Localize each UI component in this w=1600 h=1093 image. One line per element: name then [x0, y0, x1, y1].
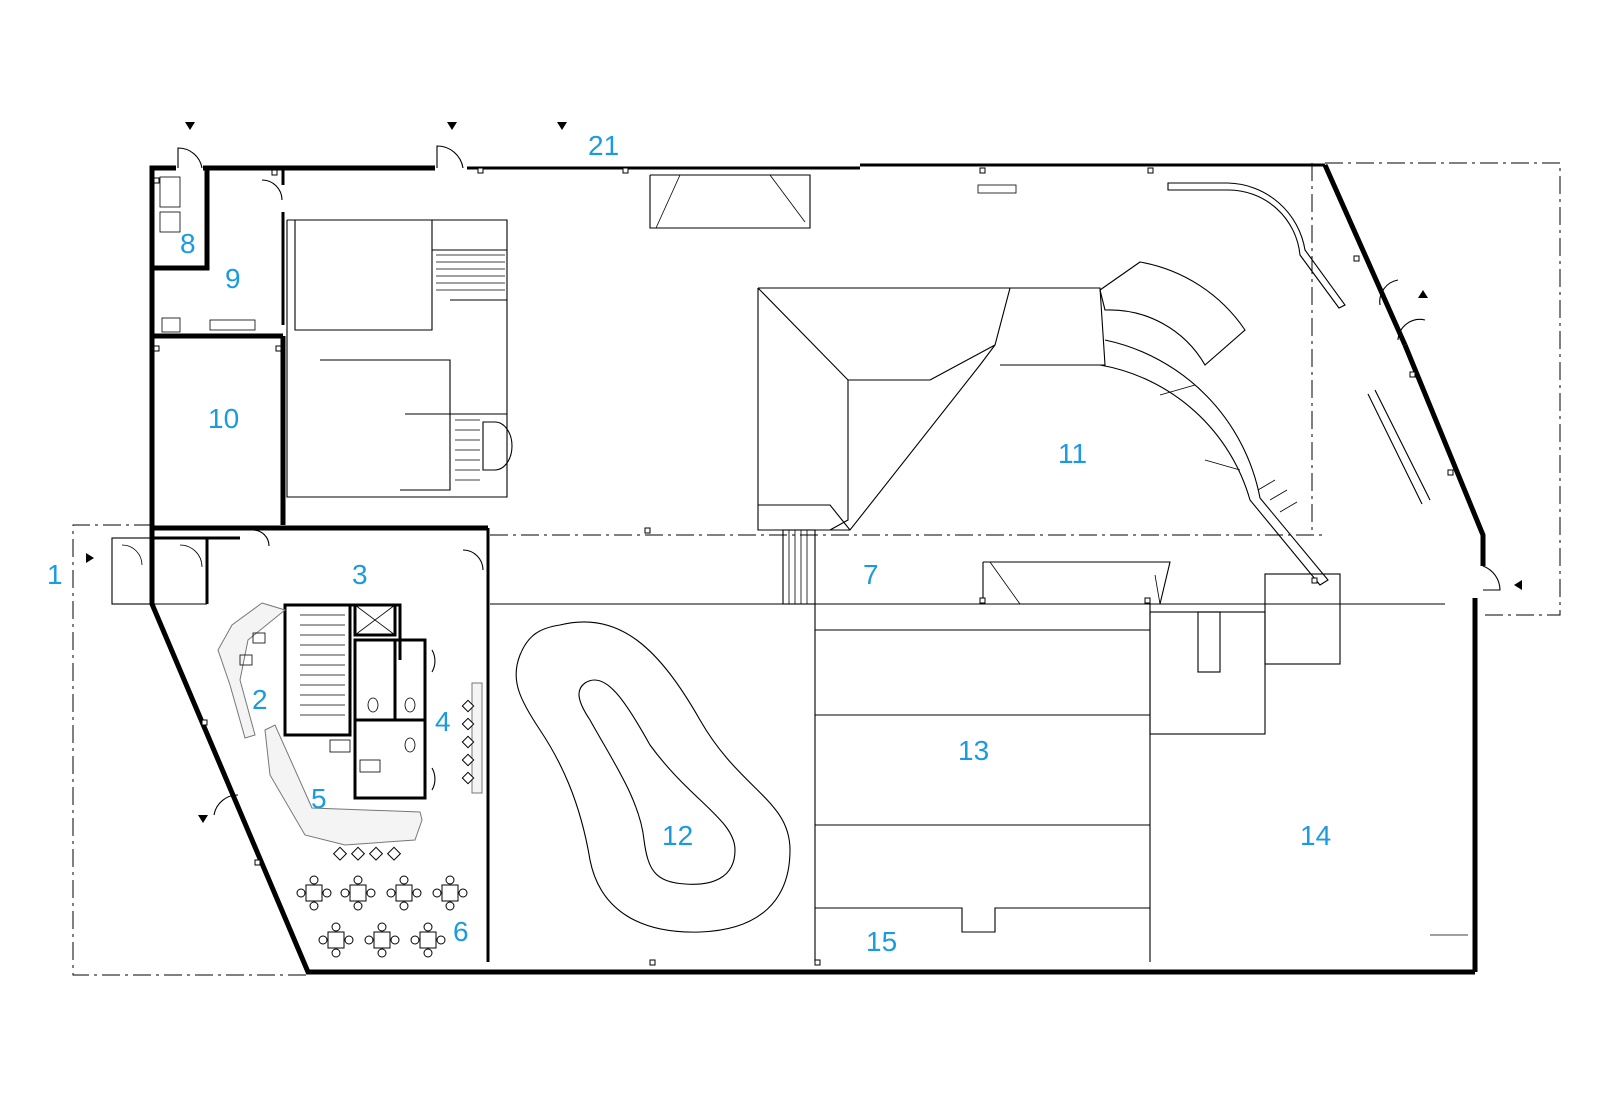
entrance-markers [86, 122, 1522, 823]
cafe-tables [296, 875, 468, 958]
stepped-seating [286, 219, 513, 498]
entrance-arrow-icon [1514, 580, 1522, 590]
stool-icon [461, 717, 475, 731]
table-with-chairs-icon [432, 875, 468, 911]
entrance-arrow-icon [557, 122, 567, 130]
door-swing-icon [177, 147, 203, 169]
counters [217, 602, 483, 846]
table-with-chairs-icon [340, 875, 376, 911]
room-label-12: 12 [662, 820, 693, 851]
room-label-10: 10 [208, 403, 239, 434]
room-labels: 1 2 3 4 5 6 7 8 9 10 11 12 13 14 15 21 [47, 130, 1331, 957]
north-ramps [649, 174, 1431, 505]
room-label-15: 15 [866, 926, 897, 957]
table-with-chairs-icon [318, 922, 354, 958]
toilet-icon [404, 737, 416, 753]
stool-icon [368, 846, 384, 861]
room-label-8: 8 [180, 228, 196, 259]
room-label-5: 5 [311, 783, 327, 814]
room-label-21: 21 [588, 130, 619, 161]
dash-dot-outlines [72, 162, 1561, 976]
bowl-steps [782, 529, 816, 605]
service-block-walls [152, 168, 488, 531]
room-label-6: 6 [453, 916, 469, 947]
skate-bowl [757, 261, 1329, 586]
room-label-14: 14 [1300, 820, 1331, 851]
entrance-arrow-icon [1418, 290, 1428, 298]
core-block [283, 603, 427, 800]
stool-icon [461, 771, 475, 785]
entrance-arrow-icon [86, 553, 94, 563]
door-swing-icon [431, 767, 436, 791]
door-swing-icon [261, 179, 283, 201]
door-swing-icon [431, 649, 436, 673]
toilet-icon [404, 697, 416, 713]
table-with-chairs-icon [386, 875, 422, 911]
room-label-2: 2 [252, 684, 268, 715]
door-swing-icon [436, 145, 464, 169]
stair-treads [436, 254, 505, 481]
door-swing-icon [1397, 318, 1426, 341]
room-label-11: 11 [1058, 438, 1087, 469]
room-label-3: 3 [352, 559, 368, 590]
door-swing-icon [1379, 279, 1399, 306]
toilet-icon [367, 697, 379, 713]
table-with-chairs-icon [364, 922, 400, 958]
entrance-arrow-icon [185, 122, 195, 130]
door-swing-icon [462, 549, 484, 571]
room-label-1: 1 [47, 559, 63, 590]
columns [153, 167, 1454, 966]
room-label-4: 4 [435, 706, 451, 737]
bar-stools [332, 699, 475, 861]
room-label-13: 13 [958, 735, 989, 766]
mini-ramps [815, 629, 1150, 933]
stool-icon [386, 846, 402, 861]
stool-icon [332, 846, 348, 861]
stool-icon [350, 846, 366, 861]
table-with-chairs-icon [296, 875, 332, 911]
table-with-chairs-icon [410, 922, 446, 958]
funbox-ramp [982, 561, 1171, 605]
entrance-arrow-icon [447, 122, 457, 130]
door-swing-icon [213, 794, 239, 816]
vestibule [111, 536, 240, 605]
door-swing-icon [252, 529, 270, 547]
entrance-arrow-icon [198, 815, 208, 823]
stool-icon [461, 753, 475, 767]
doors [177, 145, 1501, 816]
room-label-9: 9 [225, 263, 241, 294]
stool-icon [461, 699, 475, 713]
room-label-7: 7 [863, 559, 879, 590]
east-structures [1149, 573, 1468, 936]
pump-track [515, 621, 791, 933]
door-swing-icon [1482, 565, 1501, 591]
stool-icon [461, 735, 475, 749]
